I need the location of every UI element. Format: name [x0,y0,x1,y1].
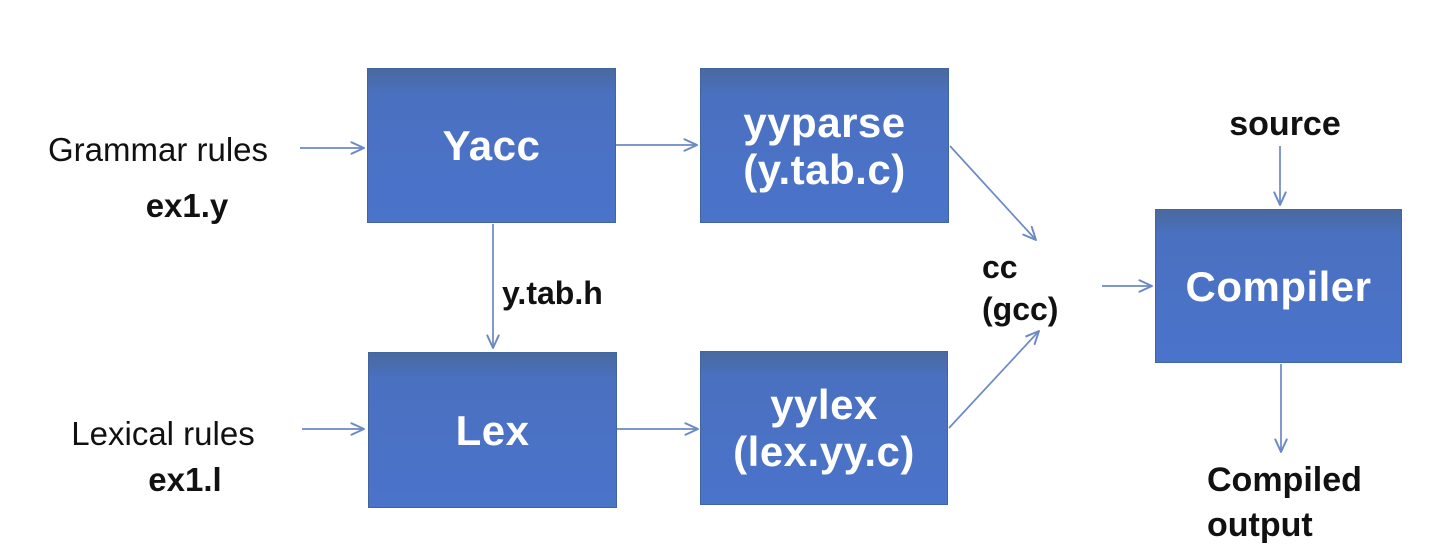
node-yylex-label: (lex.yy.c) [733,428,915,475]
label-ytabh-line: y.tab.h [502,275,603,311]
label-grammar-file: ex1.y [146,184,229,228]
label-cc-gcc: cc (gcc) [982,246,1058,330]
label-source: source [1229,102,1341,147]
label-lexical-rules: Lexical rules [71,412,254,456]
node-yacc: Yacc [367,68,616,223]
arrow-yylex-to-cc [948,330,1040,429]
label-source-line: source [1229,105,1341,143]
node-compiler-label: Compiler [1185,262,1372,310]
label-grammar-file-line: ex1.y [145,187,229,224]
label-compiled-output: Compiled output [1207,458,1362,548]
node-lex-label: Lex [455,406,530,454]
label-lexical-file-line: ex1.l [148,461,222,498]
node-yyparse-label: yyparse [743,98,906,146]
label-grammar-rules-line: Grammar rules [47,131,269,168]
label-compiled-output-line: output [1207,506,1313,544]
label-compiled-output-line: Compiled [1207,461,1362,499]
node-yacc-label: Yacc [442,122,541,169]
node-yylex-label: yylex [770,381,878,428]
label-ytabh: y.tab.h [502,272,603,314]
node-yylex: yylex(lex.yy.c) [700,351,948,505]
node-compiler: Compiler [1155,209,1402,363]
arrow-yyparse-to-cc [949,145,1037,241]
label-cc-gcc-line: cc [982,249,1018,285]
label-grammar-rules: Grammar rules [48,128,268,172]
node-yyparse-label: (y.tab.c) [743,145,906,193]
node-lex: Lex [368,352,617,508]
node-yyparse: yyparse(y.tab.c) [700,68,949,223]
label-lexical-rules-line: Lexical rules [71,415,255,452]
label-lexical-file: ex1.l [148,458,221,502]
label-cc-gcc-line: (gcc) [982,291,1059,327]
